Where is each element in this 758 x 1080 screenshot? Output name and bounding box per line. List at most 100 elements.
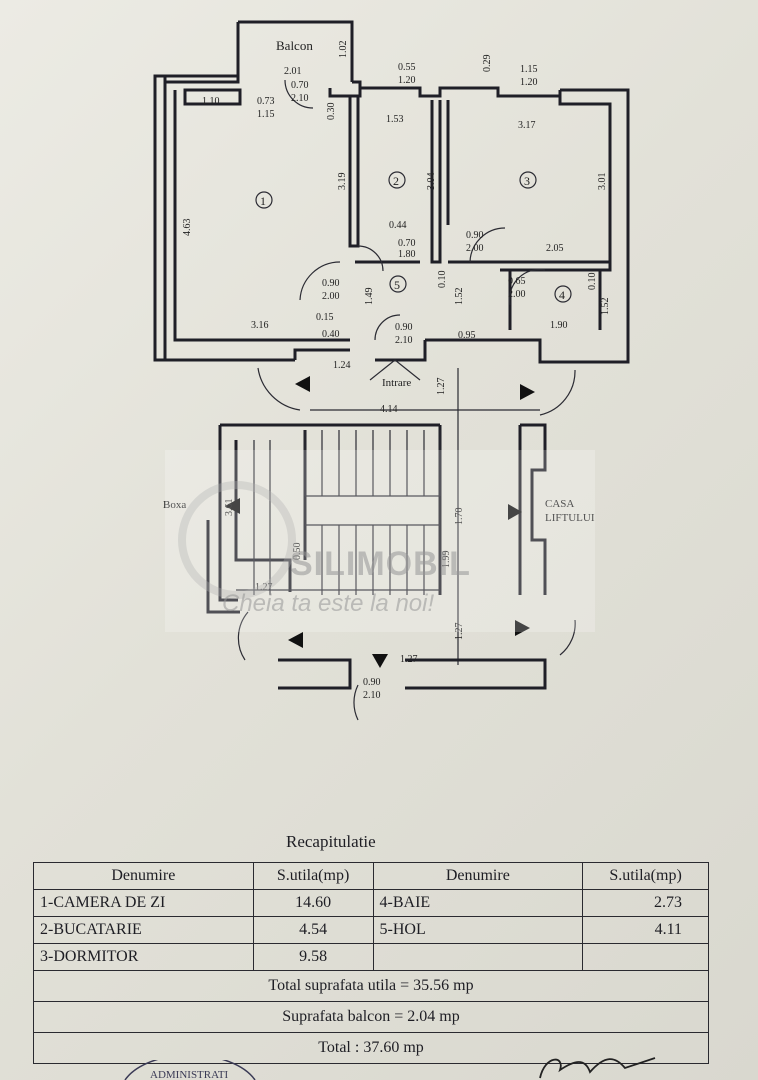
column-header: S.utila(mp)	[582, 862, 709, 890]
dimension: 1.80	[398, 249, 416, 260]
dimension: 2.10	[363, 690, 381, 701]
room-name: 3-DORMITOR	[33, 943, 254, 971]
stamp-text: ADMINISTRATI	[150, 1069, 229, 1080]
dimension: 1.27	[436, 378, 447, 396]
room-number: 5	[394, 278, 400, 292]
total-row: Total : 37.60 mp	[33, 1032, 709, 1064]
apartment-walls	[153, 74, 630, 364]
room-number: 3	[524, 174, 530, 188]
column-header: Denumire	[372, 862, 584, 890]
room-name: 4-BAIE	[372, 889, 584, 917]
dimension: 2.00	[508, 289, 526, 300]
suprafata-balcon: Suprafata balcon = 2.04 mp	[33, 1001, 709, 1033]
dimension: 1.24	[333, 360, 351, 371]
dimension: 0.95	[458, 330, 476, 341]
dimension: 4.14	[380, 404, 398, 415]
column-header: Denumire	[33, 862, 254, 890]
dimension: 3.17	[518, 120, 536, 131]
direction-arrows	[225, 359, 535, 668]
dimension: 3.19	[337, 173, 348, 191]
table-row: 3-DORMITOR 9.58	[33, 943, 709, 971]
dimension: 2.00	[466, 243, 484, 254]
arrow-right-icon	[508, 504, 522, 520]
total-utila: Total suprafata utila = 35.56 mp	[33, 970, 709, 1002]
total-row: Suprafata balcon = 2.04 mp	[33, 1001, 709, 1033]
casa-liftului-label: CASA	[545, 498, 574, 510]
intrare-label: Intrare	[382, 377, 411, 389]
dimension: 0.90	[322, 278, 340, 289]
dimension: 0.55	[398, 62, 416, 73]
dimension: 1.27	[400, 654, 418, 665]
boxa-label: Boxa	[163, 499, 186, 511]
dimension: 0.44	[389, 220, 407, 231]
arrow-left-icon	[295, 376, 310, 392]
dimension: 0.73	[257, 96, 275, 107]
dimension: 0.30	[326, 103, 337, 121]
watermark-overlay	[165, 450, 595, 632]
dimension: 1.02	[338, 41, 349, 59]
room-number: 2	[393, 174, 399, 188]
watermark-slogan: Cheia ta este la noi!	[222, 590, 435, 617]
dimension: 1.20	[398, 75, 416, 86]
watermark-brand: SILIMOBIL	[290, 545, 471, 583]
room-numbers: 1 2 3 4 5	[255, 171, 572, 303]
table-header-row: Denumire S.utila(mp) Denumire S.utila(mp…	[33, 862, 709, 890]
room-name: 2-BUCATARIE	[33, 916, 254, 944]
table-row: 1-CAMERA DE ZI 14.60 4-BAIE 2.73	[33, 889, 709, 917]
dimension: 0.40	[322, 329, 340, 340]
dimension: 2.01	[284, 66, 302, 77]
total-general: Total : 37.60 mp	[33, 1032, 709, 1064]
dimension: 2.10	[395, 335, 413, 346]
room-name: 1-CAMERA DE ZI	[33, 889, 254, 917]
doors	[284, 79, 546, 341]
dimension: 1.99	[441, 551, 452, 569]
room-area: 9.58	[252, 943, 374, 971]
room-area: 14.60	[252, 889, 374, 917]
room-area: 4.54	[252, 916, 374, 944]
dimension: 0.15	[316, 312, 334, 323]
place-labels: Intrare Boxa CASA LIFTULUI	[163, 377, 595, 524]
dimension: 0.90	[363, 677, 381, 688]
room-area: 4.11	[582, 916, 709, 944]
recap-table: Denumire S.utila(mp) Denumire S.utila(mp…	[33, 862, 709, 1064]
room-name	[372, 943, 584, 971]
arrow-right-icon	[520, 384, 535, 400]
dimension: 0.90	[395, 322, 413, 333]
column-header: S.utila(mp)	[252, 862, 374, 890]
dimension: 2.00	[322, 291, 340, 302]
dimension: 0.70	[291, 80, 309, 91]
arrow-left-icon	[225, 498, 240, 514]
signature	[539, 1057, 656, 1079]
dimension: 1.70	[454, 508, 465, 526]
dimension: 0.29	[482, 55, 493, 73]
balcon-label: Balcon	[276, 38, 313, 53]
dimension: 0.50	[292, 543, 303, 561]
staircase	[236, 430, 441, 595]
arrow-down-icon	[372, 654, 388, 668]
dimension: 1.53	[386, 114, 404, 125]
casa-liftului-label: LIFTULUI	[545, 512, 595, 524]
arrow-left-icon	[288, 632, 303, 648]
dimension: 3.01	[597, 173, 608, 191]
floor-plan: Balcon	[153, 20, 630, 721]
dimension: 2.05	[546, 243, 564, 254]
dimension: 2.10	[291, 93, 309, 104]
table-row: 2-BUCATARIE 4.54 5-HOL 4.11	[33, 916, 709, 944]
room-number: 4	[559, 288, 565, 302]
dimension: 0.70	[398, 238, 416, 249]
dimension: 1.52	[600, 298, 611, 316]
dimension: 1.20	[520, 77, 538, 88]
balcony: Balcon	[236, 20, 354, 82]
dimension: 1.15	[520, 64, 538, 75]
dimension: 1.52	[454, 288, 465, 306]
dimension: 0.90	[466, 230, 484, 241]
dimension: 4.63	[182, 219, 193, 237]
dimension: 0.65	[508, 276, 526, 287]
dimension: 1.49	[364, 288, 375, 306]
dimension: 3.61	[224, 499, 235, 517]
dimension: 1.15	[257, 109, 275, 120]
dimension: 0.10	[587, 273, 598, 291]
arrow-right-icon	[515, 620, 530, 636]
dimension: 1.10	[202, 96, 220, 107]
recap-title: Recapitulatie	[286, 832, 376, 851]
